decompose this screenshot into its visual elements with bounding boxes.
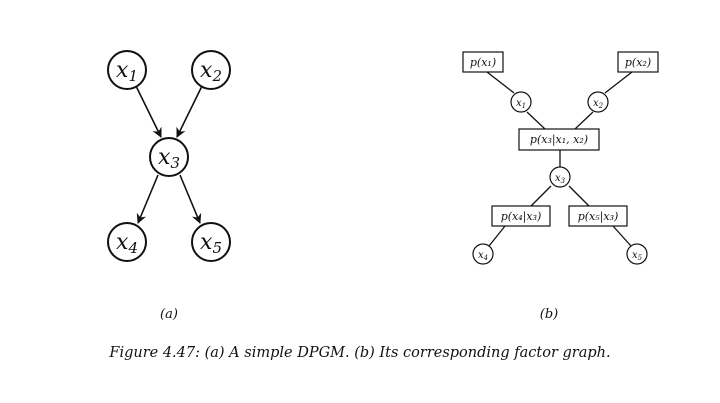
svg-text:x2: x2 [593, 98, 604, 110]
node-x4: x4 [107, 222, 147, 262]
edge-x3-x5 [179, 174, 202, 224]
panel-b-factor-graph: p(x₁) p(x₂) p(x₃|x₁, x₂) p(x₄|x₃) p(x₅|x… [462, 51, 659, 322]
node-x5: x5 [191, 222, 231, 262]
factor-p-x4-given-x3: p(x₄|x₃) [491, 205, 551, 227]
svg-text:p(x₅|x₃): p(x₅|x₃) [578, 210, 619, 224]
edge-x3-x4 [136, 174, 159, 224]
svg-text:x5: x5 [200, 230, 222, 257]
edge-x3-f5 [568, 185, 590, 207]
svg-text:x2: x2 [200, 58, 222, 85]
svg-text:x3: x3 [158, 145, 180, 172]
edge-x1-x3 [135, 85, 162, 138]
panel-a-edges [135, 85, 203, 224]
factor-p-x5-given-x3: p(x₅|x₃) [568, 205, 628, 227]
svg-text:x1: x1 [516, 98, 526, 110]
edge-f2-x2 [604, 71, 633, 94]
svg-text:x3: x3 [555, 173, 566, 185]
figure-caption: Figure 4.47: (a) A simple DPGM. (b) Its … [108, 345, 610, 361]
edge-x2-x3 [176, 85, 203, 138]
svg-text:p(x₂): p(x₂) [625, 56, 651, 69]
svg-text:p(x₄|x₃): p(x₄|x₃) [501, 210, 542, 224]
panel-a-label: (a) [160, 307, 178, 322]
variable-x3: x3 [549, 166, 571, 188]
edge-f5-x5 [612, 225, 632, 247]
variable-x5: x5 [626, 243, 648, 265]
svg-text:x4: x4 [478, 250, 488, 262]
variable-x1: x1 [510, 91, 532, 113]
edge-f4-x4 [488, 225, 506, 247]
node-x1: x1 [107, 50, 147, 90]
factor-p-x3-given-x1-x2: p(x₃|x₁, x₂) [518, 128, 600, 151]
factor-p-x2: p(x₂) [617, 51, 659, 73]
edge-x1-f3 [526, 111, 546, 130]
svg-text:p(x₃|x₁, x₂): p(x₃|x₁, x₂) [530, 133, 588, 147]
node-x3: x3 [149, 137, 189, 177]
svg-text:x1: x1 [116, 58, 138, 85]
panel-a-dpgm: x1 x2 x3 x4 x5 (a) [107, 50, 231, 322]
svg-text:x5: x5 [632, 250, 643, 262]
panel-b-edges [486, 71, 633, 247]
variable-x4: x4 [472, 243, 494, 265]
edge-x2-f3 [574, 111, 594, 130]
panel-b-label: (b) [540, 307, 558, 322]
svg-text:p(x₁): p(x₁) [470, 56, 496, 69]
edge-x3-f4 [530, 185, 552, 207]
node-x2: x2 [191, 50, 231, 90]
factor-p-x1: p(x₁) [462, 51, 504, 73]
edge-f1-x1 [486, 71, 515, 94]
variable-x2: x2 [587, 91, 609, 113]
svg-text:x4: x4 [116, 230, 138, 257]
